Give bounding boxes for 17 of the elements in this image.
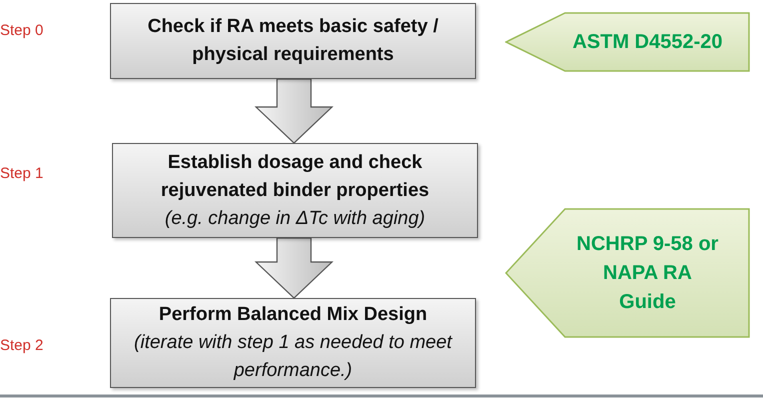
process-box <box>110 3 476 79</box>
reference-pentagon <box>505 12 750 72</box>
step-label: Step 0 <box>0 22 44 39</box>
step-label: Step 2 <box>0 337 44 354</box>
reference-pentagon <box>505 208 750 338</box>
reference-label: ASTM D4552-20 <box>571 30 724 54</box>
process-box <box>112 143 478 238</box>
step-text: Check if RA meets basic safety / physical requirements <box>146 15 440 67</box>
step-text: Establish dosage and check rejuvenated binder properties <box>160 150 430 202</box>
step-note: (iterate with step 1 as needed to meet performance.) <box>133 331 454 383</box>
step-text: Perform Balanced Mix Design <box>158 303 428 327</box>
process-box <box>110 298 476 388</box>
block-arrow <box>254 237 334 299</box>
step-label: Step 1 <box>0 165 44 182</box>
reference-label: NCHRP 9-58 or NAPA RA Guide <box>576 232 720 314</box>
block-arrow <box>254 78 334 144</box>
step-note: (e.g. change in ΔTc with aging) <box>164 206 426 230</box>
